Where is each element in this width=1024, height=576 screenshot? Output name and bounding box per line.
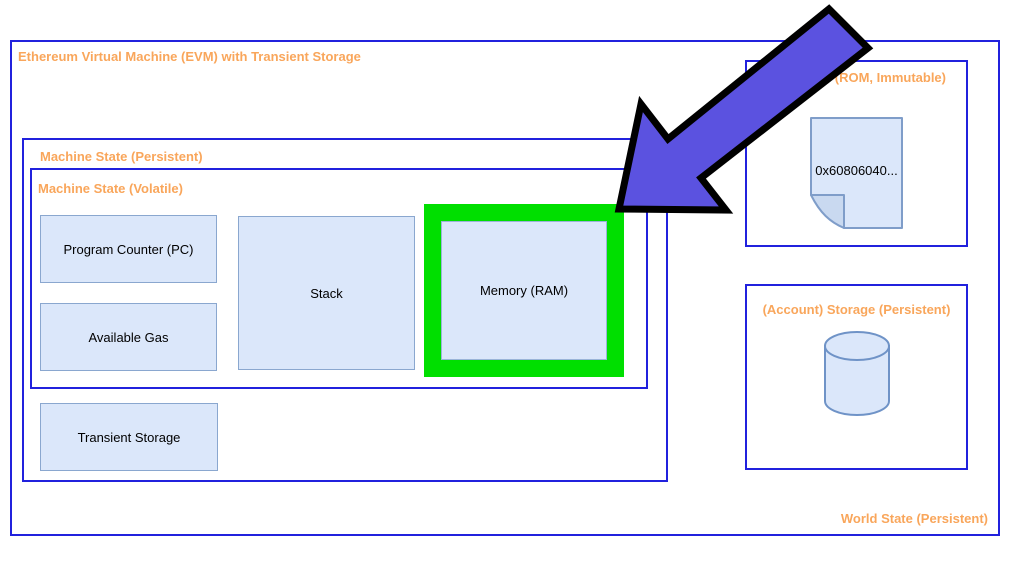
- database-cylinder-icon: [823, 330, 891, 418]
- document-icon: 0x60806040...: [810, 117, 903, 229]
- account-storage-label: (Account) Storage (Persistent): [762, 302, 951, 317]
- available-gas-box: Available Gas: [40, 303, 217, 371]
- transient-storage-box: Transient Storage: [40, 403, 218, 471]
- program-counter-label: Program Counter (PC): [63, 241, 194, 257]
- machine-state-volatile-container: Machine State (Volatile) Program Counter…: [30, 168, 648, 389]
- program-counter-box: Program Counter (PC): [40, 215, 217, 283]
- world-state-label: World State (Persistent): [840, 511, 988, 526]
- memory-ram-box: Memory (RAM): [441, 221, 607, 360]
- rom-label: (ROM, Immutable): [834, 70, 946, 85]
- memory-ram-label: Memory (RAM): [479, 283, 569, 298]
- green-highlight-frame: Memory (RAM): [424, 204, 624, 377]
- transient-storage-label: Transient Storage: [77, 429, 181, 445]
- evm-title: Ethereum Virtual Machine (EVM) with Tran…: [18, 49, 361, 64]
- machine-state-volatile-label: Machine State (Volatile): [38, 181, 183, 196]
- stack-box: Stack: [238, 216, 415, 370]
- machine-state-persistent-container: Machine State (Persistent) Machine State…: [22, 138, 668, 482]
- account-storage-container: (Account) Storage (Persistent): [745, 284, 968, 470]
- stack-label: Stack: [310, 285, 343, 301]
- available-gas-label: Available Gas: [88, 329, 169, 345]
- evm-container: Ethereum Virtual Machine (EVM) with Tran…: [10, 40, 1000, 536]
- bytecode-text: 0x60806040...: [815, 163, 898, 178]
- machine-state-persistent-label: Machine State (Persistent): [40, 149, 203, 164]
- rom-container: (ROM, Immutable) 0x60806040...: [745, 60, 968, 247]
